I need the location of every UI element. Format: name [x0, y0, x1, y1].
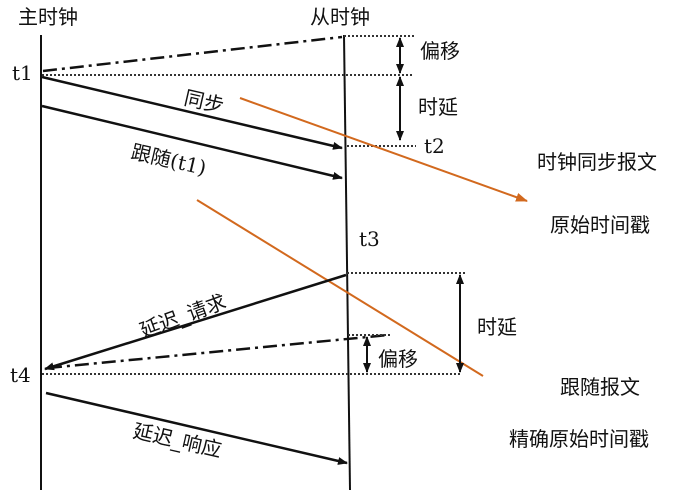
offset-dashdot-line-bottom	[47, 333, 389, 370]
annotation-sync-message: 时钟同步报文	[537, 150, 657, 174]
t3-label: t3	[359, 227, 380, 251]
annotation-origin-timestamp: 原始时间戳	[550, 213, 650, 237]
pointer-line-follow	[196, 199, 484, 377]
delay-label-top: 时延	[418, 95, 458, 119]
offset-dashdot-line-top	[42, 35, 343, 73]
delay-response-label: 延迟_响应	[131, 418, 224, 462]
delay-request-arrow	[44, 273, 347, 371]
follow-up-message-arrow	[41, 104, 343, 180]
delay-request-label: 延迟_请求	[137, 289, 230, 342]
t4-label: t4	[10, 363, 31, 387]
delay-label-bottom: 时延	[477, 315, 517, 339]
annotation-follow-message: 跟随报文	[560, 375, 640, 399]
master-clock-title: 主时钟	[18, 5, 78, 29]
slave-timeline	[343, 34, 351, 491]
pointer-line-sync	[239, 97, 528, 202]
t1-label: t1	[12, 61, 33, 85]
t2-label: t2	[424, 134, 445, 158]
delay-response-arrow	[45, 391, 348, 465]
sync-message-label: 同步	[182, 85, 226, 117]
sync-message-arrow	[41, 75, 343, 150]
offset-label-top: 偏移	[420, 39, 460, 63]
offset-label-bottom: 偏移	[378, 347, 418, 371]
slave-clock-title: 从时钟	[310, 5, 370, 29]
annotation-precise-origin-timestamp: 精确原始时间戳	[509, 427, 649, 451]
follow-up-message-label: 跟随(t1)	[129, 139, 209, 180]
